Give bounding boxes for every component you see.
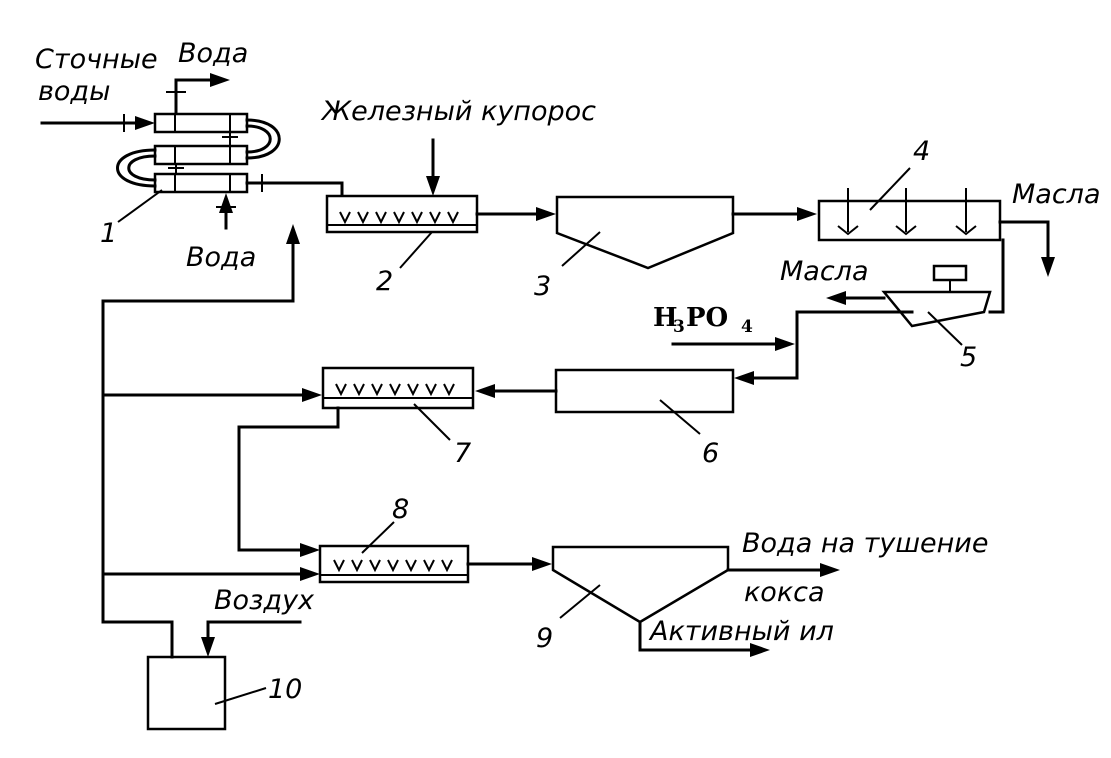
oils-mid-label: Масла xyxy=(780,256,869,287)
label-3: 3 xyxy=(534,271,551,302)
pipe-7-to-8 xyxy=(237,406,340,557)
settler-9 xyxy=(551,545,730,624)
label-2: 2 xyxy=(376,266,393,297)
air-label: Воздух xyxy=(214,585,315,616)
leader-9 xyxy=(559,584,601,619)
compressor-10 xyxy=(146,655,227,731)
sludge-arrow xyxy=(638,620,770,657)
leader-10 xyxy=(214,687,267,705)
activated-sludge-label: Активный ил xyxy=(648,616,834,647)
pipe-2-to-3 xyxy=(475,207,556,221)
wastewater-inlet-arrow xyxy=(40,114,155,132)
label-8: 8 xyxy=(392,494,409,525)
iron-sulfate-arrow xyxy=(426,138,440,196)
water-in-arrow xyxy=(216,193,236,230)
label-10: 10 xyxy=(268,674,302,705)
air-inlet-arrow xyxy=(201,620,302,657)
flotator-4 xyxy=(817,188,1002,242)
leader-2 xyxy=(399,231,433,269)
label-9: 9 xyxy=(536,623,553,654)
acid-po: PO xyxy=(686,303,728,333)
water-quench-label-2: кокса xyxy=(744,577,825,608)
water-out-label: Вода xyxy=(178,38,248,69)
reactor-7 xyxy=(321,366,475,410)
wastewater-label-2: воды xyxy=(38,76,110,107)
label-1: 1 xyxy=(100,218,117,249)
leader-8 xyxy=(361,521,395,554)
pipe-3-to-4 xyxy=(731,207,817,221)
reactor-2 xyxy=(325,194,479,234)
reactor-8 xyxy=(318,544,470,584)
label-4: 4 xyxy=(913,136,930,167)
leader-7 xyxy=(413,403,451,441)
air-distribution xyxy=(101,224,322,659)
phosphoric-acid-label: H 3 PO 4 xyxy=(653,303,753,337)
water-out-arrow xyxy=(166,73,230,114)
water-quench-label: Вода на тушение xyxy=(742,528,988,559)
wastewater-label: Сточные xyxy=(35,44,158,75)
oils-out-4-arrow xyxy=(998,220,1055,277)
leader-3 xyxy=(561,231,601,267)
oils-out-5-arrow xyxy=(826,291,886,305)
iron-sulfate-label: Железный купорос xyxy=(320,96,596,127)
tank-6 xyxy=(554,368,735,414)
leader-5 xyxy=(927,311,963,346)
pipe-1-to-2 xyxy=(245,174,344,198)
water-in-label: Вода xyxy=(186,242,256,273)
phosphoric-acid-arrow xyxy=(671,337,795,351)
separator-5 xyxy=(881,264,992,328)
water-quench-arrow xyxy=(726,563,840,577)
label-7: 7 xyxy=(454,438,471,469)
heat-exchanger-1 xyxy=(116,112,281,194)
pipe-5-to-6 xyxy=(734,310,914,385)
acid-h: H xyxy=(653,303,678,333)
pipe-6-to-7 xyxy=(475,384,558,398)
pipe-8-to-9 xyxy=(466,557,552,571)
oils-top-label: Масла xyxy=(1012,179,1101,210)
acid-sub-4: 4 xyxy=(741,317,753,337)
leader-4 xyxy=(869,167,911,211)
label-6: 6 xyxy=(702,438,719,469)
label-5: 5 xyxy=(960,342,977,373)
settler-3 xyxy=(555,195,735,270)
leader-1 xyxy=(117,189,163,223)
acid-sub-3: 3 xyxy=(673,317,685,337)
leader-6 xyxy=(659,399,701,435)
